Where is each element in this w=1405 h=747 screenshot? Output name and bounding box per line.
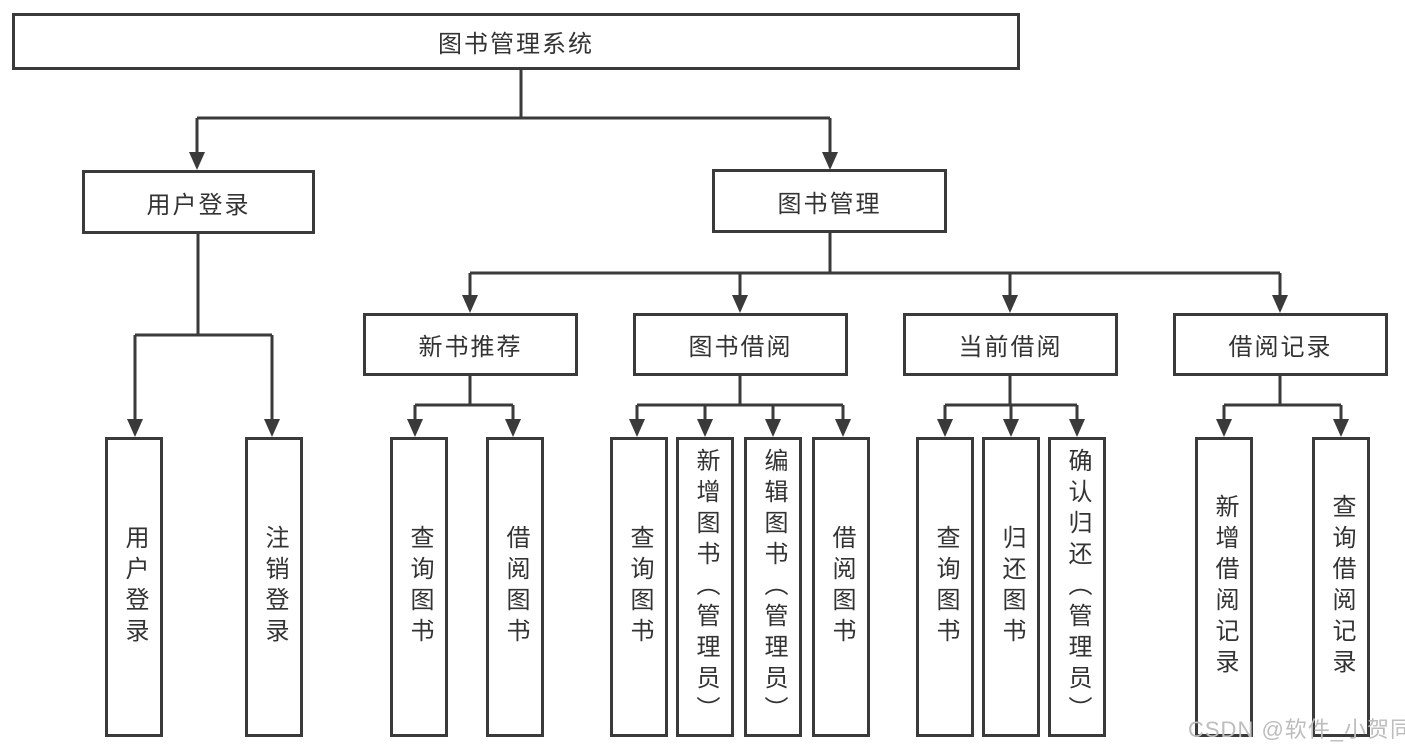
node-user-login: 用户登录	[82, 170, 315, 234]
leaf-query-books-borrow: 查询图书	[610, 437, 668, 737]
leaf-confirm-return-admin: 确认归还（管理员）	[1048, 437, 1106, 737]
node-borrow-records: 借阅记录	[1173, 313, 1388, 376]
leaf-query-books-current: 查询图书	[916, 437, 974, 737]
leaf-add-books-admin: 新增图书（管理员）	[676, 437, 734, 737]
node-book-management: 图书管理	[712, 169, 947, 233]
leaf-return-books: 归还图书	[982, 437, 1040, 737]
leaf-borrow-books: 借阅图书	[812, 437, 870, 737]
leaf-query-borrow-record: 查询借阅记录	[1312, 437, 1370, 737]
node-new-book-recommend: 新书推荐	[363, 313, 578, 376]
leaf-borrow-books-new: 借阅图书	[486, 437, 544, 737]
arrowheads	[127, 152, 1349, 437]
node-book-management-system: 图书管理系统	[12, 13, 1020, 70]
leaf-add-borrow-record: 新增借阅记录	[1195, 437, 1253, 737]
leaf-query-books-new: 查询图书	[390, 437, 448, 737]
leaf-edit-books-admin: 编辑图书（管理员）	[744, 437, 802, 737]
node-current-borrow: 当前借阅	[903, 313, 1118, 376]
csdn-watermark: CSDN @软件_小贺同学	[1188, 717, 1405, 742]
node-book-borrow: 图书借阅	[633, 313, 848, 376]
leaf-user-login: 用户登录	[105, 437, 163, 737]
leaf-logout: 注销登录	[245, 437, 303, 737]
